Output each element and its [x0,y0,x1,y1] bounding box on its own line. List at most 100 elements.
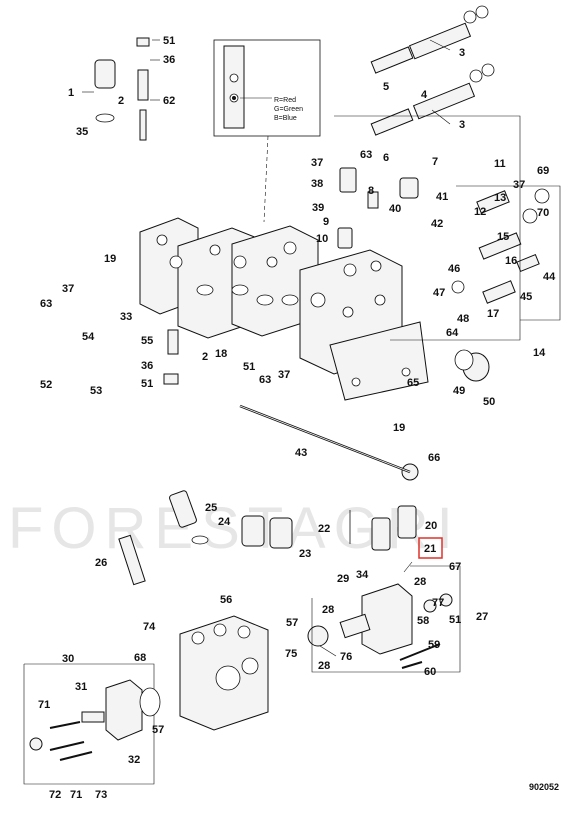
callout-73: 73 [95,789,107,801]
callouts: 1 2 2 3 3 4 5 6 7 8 9 10 11 12 13 14 15 … [38,35,556,801]
callout-68: 68 [134,652,146,664]
callout-37: 37 [513,179,525,191]
callout-63: 63 [259,374,271,386]
callout-26: 26 [95,557,107,569]
callout-9: 9 [323,216,329,228]
callout-74: 74 [143,621,156,633]
upper-valve-assembly [94,5,561,481]
callout-2: 2 [202,351,208,363]
callout-56: 56 [220,594,232,606]
callout-60: 60 [424,666,436,678]
callout-30: 30 [62,653,74,665]
callout-2: 2 [118,95,124,107]
callout-39: 39 [312,202,324,214]
callout-7: 7 [432,156,438,168]
callout-29: 29 [337,573,349,585]
callout-57: 57 [152,724,164,736]
callout-51: 51 [163,35,175,47]
callout-10: 10 [316,233,328,245]
callout-38: 38 [311,178,323,190]
callout-19: 19 [104,253,116,265]
callout-66: 66 [428,452,440,464]
callout-63: 63 [40,298,52,310]
callout-70: 70 [537,207,549,219]
callout-8: 8 [368,185,374,197]
callout-41: 41 [436,191,448,203]
callout-62: 62 [163,95,175,107]
callout-58: 58 [417,615,429,627]
callout-15: 15 [497,231,509,243]
callout-37: 37 [62,283,74,295]
callout-1: 1 [68,87,74,99]
callout-49: 49 [453,385,465,397]
callout-43: 43 [295,447,307,459]
callout-71: 71 [38,699,50,711]
callout-46: 46 [448,263,460,275]
callout-6: 6 [383,152,389,164]
pressure-plug [94,59,116,89]
callout-16: 16 [505,255,517,267]
callout-27: 27 [476,611,488,623]
callout-31: 31 [75,681,87,693]
callout-50: 50 [483,396,495,408]
callout-35: 35 [76,126,88,138]
callout-34: 34 [356,569,369,581]
legend-red: R=Red [274,97,296,104]
callout-4: 4 [421,89,428,101]
solenoid-1 [371,517,391,551]
callout-22: 22 [318,523,330,535]
callout-57: 57 [286,617,298,629]
callout-59: 59 [428,639,440,651]
callout-21: 21 [424,543,436,555]
callout-11: 11 [494,158,506,170]
spool-assembly-top [370,5,495,136]
callout-72: 72 [49,789,61,801]
callout-17: 17 [487,308,499,320]
callout-75: 75 [285,648,297,660]
callout-5: 5 [383,81,389,93]
callout-12: 12 [474,206,486,218]
callout-37: 37 [278,369,290,381]
drawing-code: 902052 [529,782,559,792]
highlight-box [418,537,443,559]
callout-28: 28 [322,604,334,616]
callout-13: 13 [494,192,506,204]
callout-69: 69 [537,165,549,177]
callout-44: 44 [543,271,556,283]
callout-28: 28 [318,660,330,672]
callout-63: 63 [360,149,372,161]
callout-55: 55 [141,335,153,347]
actuator-body [361,583,413,655]
callout-18: 18 [215,348,227,360]
callout-36: 36 [163,54,175,66]
callout-14: 14 [533,347,546,359]
color-legend: R=Red G=Green B=Blue [213,39,321,223]
callout-71: 71 [70,789,82,801]
callout-36: 36 [141,360,153,372]
callout-53: 53 [90,385,102,397]
callout-3: 3 [459,47,465,59]
callout-64: 64 [446,327,459,339]
callout-23: 23 [299,548,311,560]
callout-51: 51 [141,378,153,390]
callout-28: 28 [414,576,426,588]
legend-blue: B=Blue [274,115,297,122]
callout-45: 45 [520,291,532,303]
legend-green: G=Green [274,106,303,113]
lower-valve-assembly [23,490,461,785]
callout-40: 40 [389,203,401,215]
callout-3: 3 [459,119,465,131]
callout-25: 25 [205,502,217,514]
leader-lines [82,39,451,657]
callout-20: 20 [425,520,437,532]
callout-48: 48 [457,313,469,325]
solenoid-2 [397,505,417,539]
callout-52: 52 [40,379,52,391]
callout-77: 77 [432,597,444,609]
callout-65: 65 [407,377,419,389]
callout-51: 51 [449,614,461,626]
callout-76: 76 [340,651,352,663]
callout-47: 47 [433,287,445,299]
callout-33: 33 [120,311,132,323]
